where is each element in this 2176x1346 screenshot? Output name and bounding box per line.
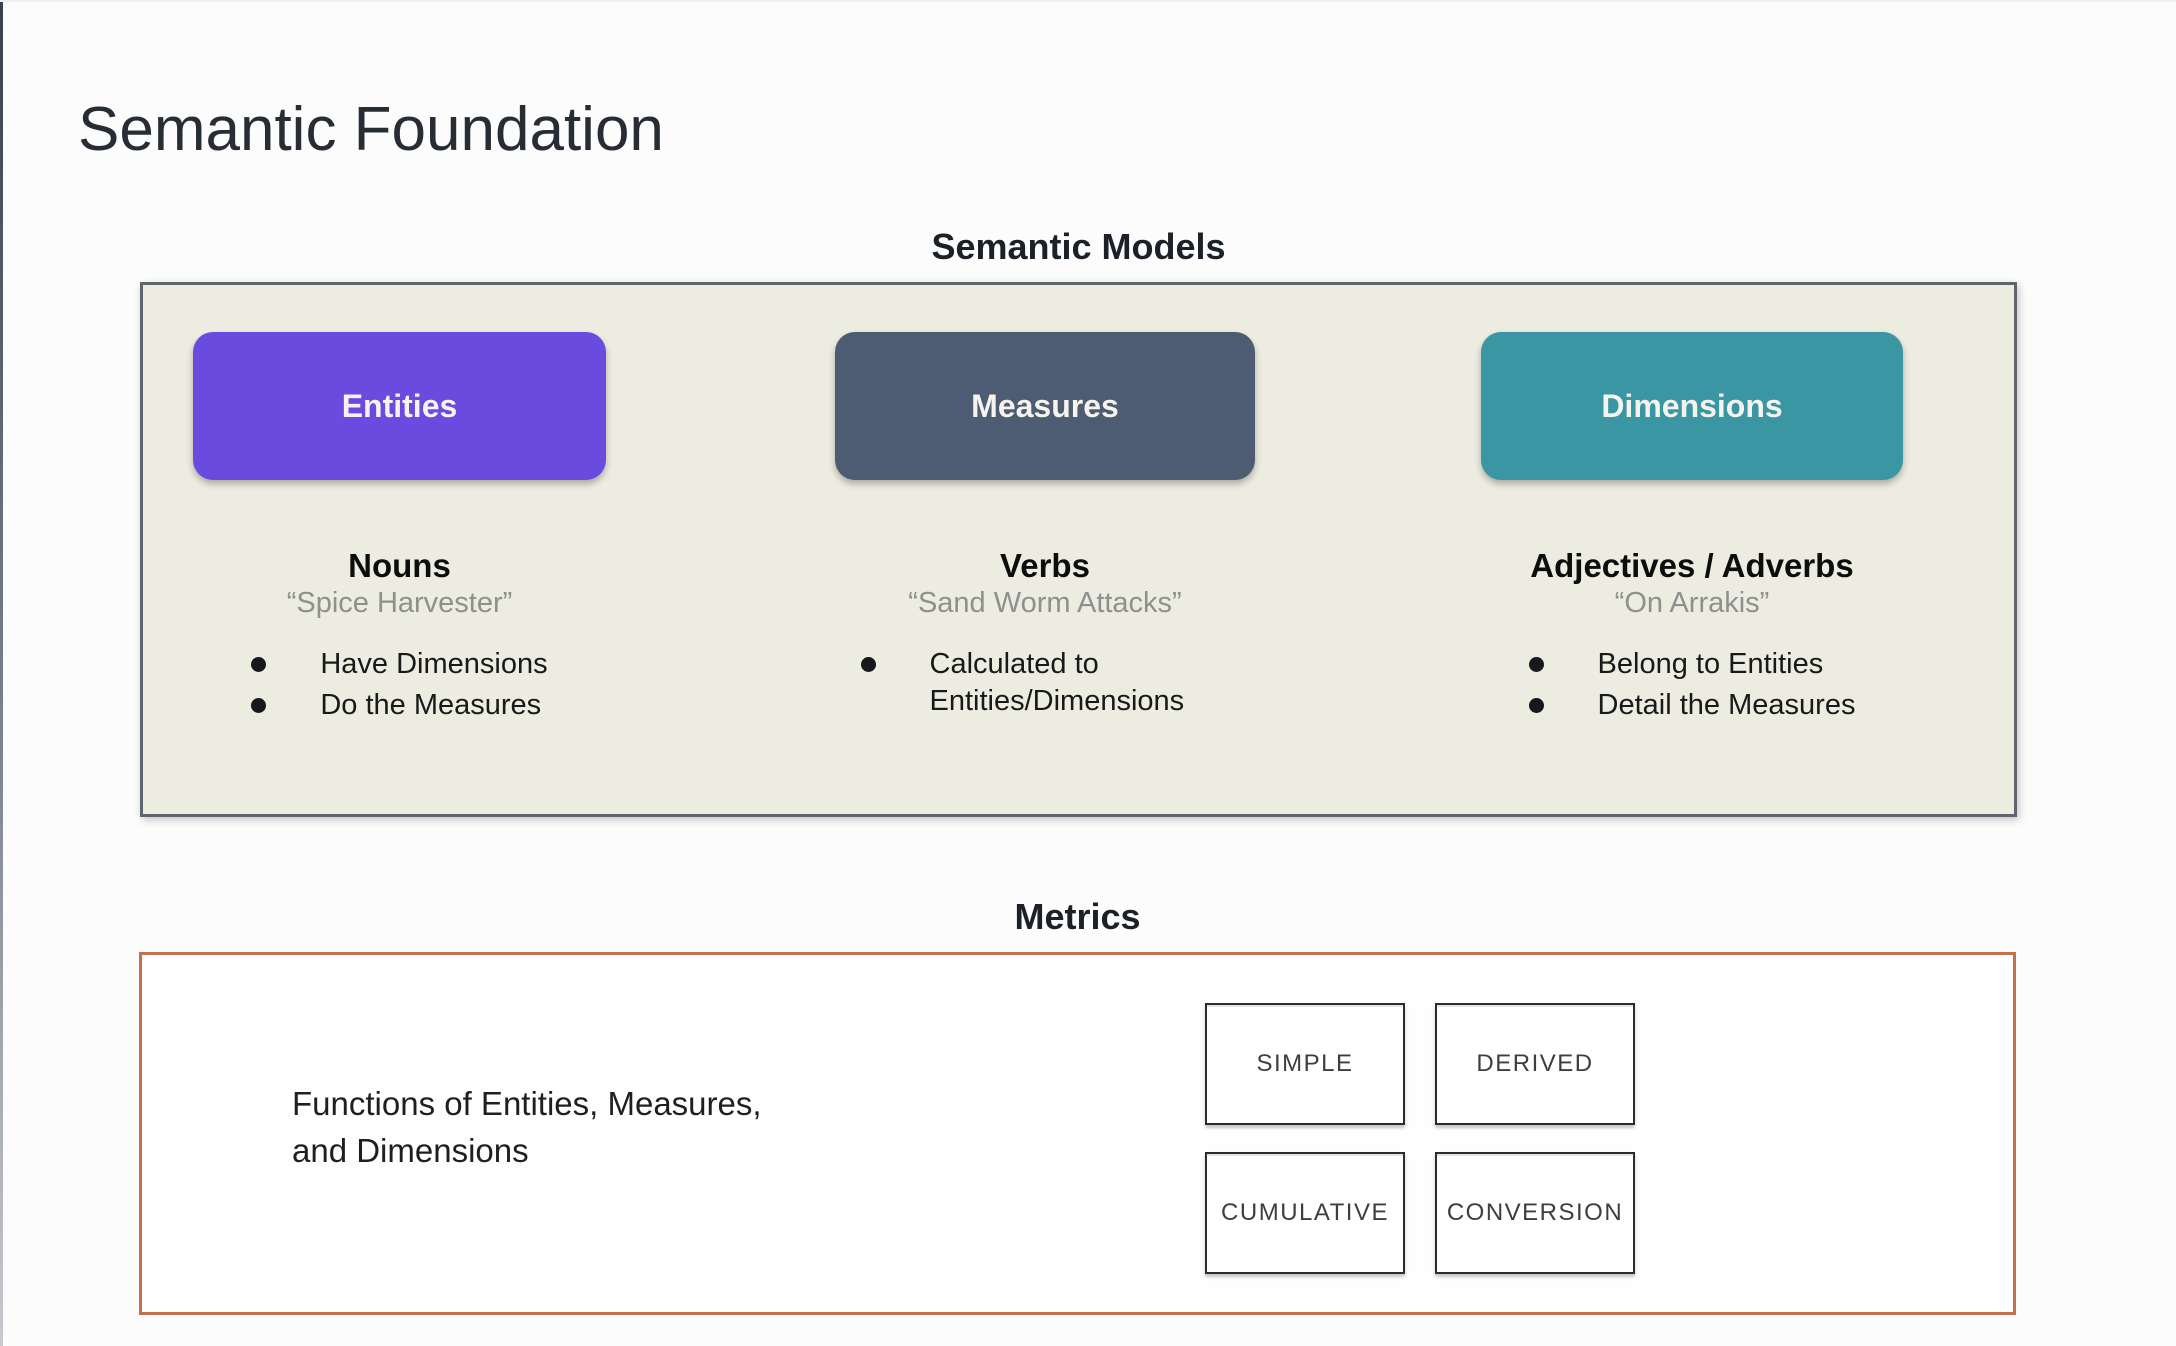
semantic-models-heading: Semantic Models xyxy=(931,226,1226,267)
list-item: Calculated to Entities/Dimensions xyxy=(860,646,1230,719)
bullet-label: Belong to Entities xyxy=(1597,648,1824,681)
metric-type-simple: SIMPLE xyxy=(1205,1003,1405,1125)
measures-example-quote: “Sand Worm Attacks” xyxy=(908,587,1182,620)
list-item: Detail the Measures xyxy=(1528,687,1856,723)
dimensions-example-quote: “On Arrakis” xyxy=(1614,587,1770,620)
metrics-panel: Functions of Entities, Measures, and Dim… xyxy=(139,952,2016,1315)
metric-type-derived: DERIVED xyxy=(1435,1003,1635,1125)
measures-column: Measures Verbs “Sand Worm Attacks” Calcu… xyxy=(835,332,1255,723)
entities-example-quote: “Spice Harvester” xyxy=(286,587,513,620)
metrics-heading: Metrics xyxy=(1014,896,1141,937)
dimensions-column: Dimensions Adjectives / Adverbs “On Arra… xyxy=(1481,332,1903,727)
list-item: Do the Measures xyxy=(251,687,547,723)
bullet-icon xyxy=(251,657,267,673)
bullet-label: Calculated to Entities/Dimensions xyxy=(929,648,1185,717)
dimensions-box: Dimensions xyxy=(1481,332,1903,480)
metric-types-grid: SIMPLE DERIVED CUMULATIVE CONVERSION xyxy=(1205,1003,1635,1274)
page-title: Semantic Foundation xyxy=(78,94,664,164)
bullet-icon xyxy=(1528,697,1544,713)
measures-role-label: Verbs xyxy=(1000,547,1090,584)
semantic-models-panel: Entities Nouns “Spice Harvester” Have Di… xyxy=(140,282,2017,817)
measures-box: Measures xyxy=(835,332,1255,480)
bullet-label: Have Dimensions xyxy=(320,648,548,681)
bullet-icon xyxy=(1528,657,1544,673)
list-item: Have Dimensions xyxy=(251,646,548,682)
entities-box: Entities xyxy=(193,332,606,480)
bullet-label: Detail the Measures xyxy=(1597,688,1856,721)
bullet-icon xyxy=(251,697,267,713)
window-top-edge xyxy=(0,0,2176,2)
metric-type-cumulative: CUMULATIVE xyxy=(1205,1152,1405,1274)
measures-bullet-list: Calculated to Entities/Dimensions xyxy=(860,646,1230,723)
window-left-edge xyxy=(0,0,3,1346)
entities-bullet-list: Have Dimensions Do the Measures xyxy=(251,646,548,727)
dimensions-role-label: Adjectives / Adverbs xyxy=(1530,547,1854,584)
list-item: Belong to Entities xyxy=(1528,646,1856,682)
metric-type-conversion: CONVERSION xyxy=(1435,1152,1635,1274)
dimensions-bullet-list: Belong to Entities Detail the Measures xyxy=(1528,646,1856,727)
metrics-description: Functions of Entities, Measures, and Dim… xyxy=(292,1085,762,1169)
entities-role-label: Nouns xyxy=(348,547,451,584)
bullet-icon xyxy=(860,657,876,673)
bullet-label: Do the Measures xyxy=(320,688,542,721)
entities-column: Entities Nouns “Spice Harvester” Have Di… xyxy=(193,332,606,727)
